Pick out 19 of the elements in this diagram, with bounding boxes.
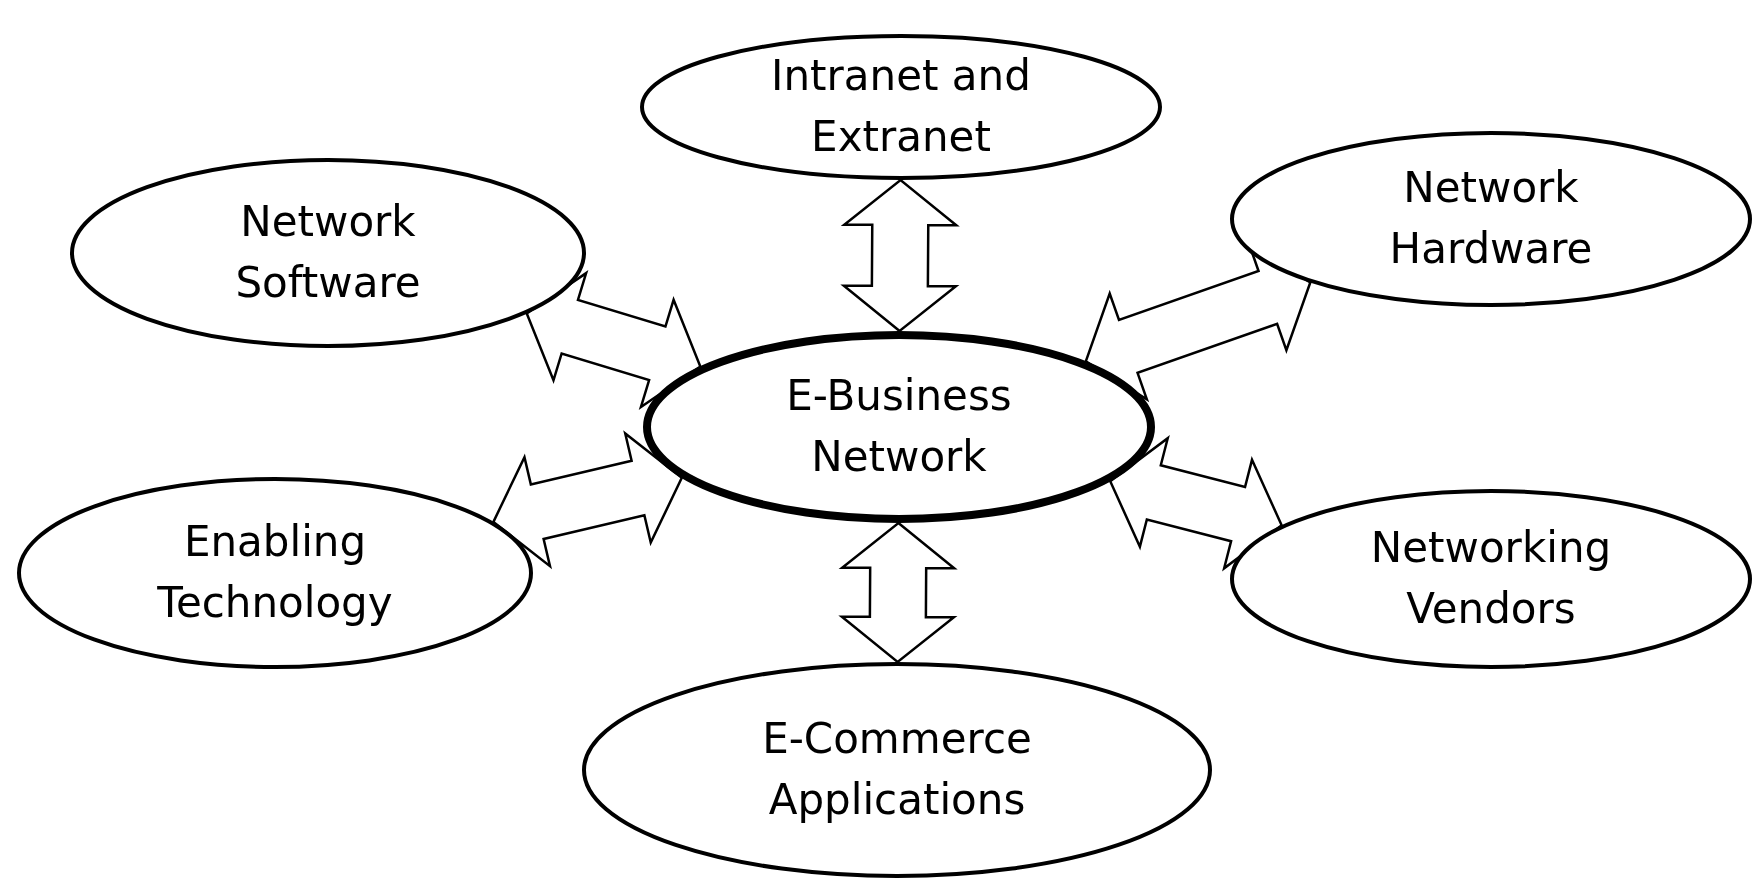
node-label: Network Hardware [1388,162,1594,275]
node-label: Networking Vendors [1369,522,1613,635]
node-label: E-Commerce Applications [761,713,1033,826]
node-label: Enabling Technology [156,516,394,629]
ellipse-node [643,331,1155,523]
node-label: Intranet and Extranet [770,50,1032,163]
node-label: Network Software [234,196,422,309]
ellipse-node [17,477,533,669]
block-arrow [1108,435,1284,572]
ellipse-node [70,158,586,348]
block-arrow [838,521,958,664]
block-arrow [840,178,960,333]
ellipse-node [640,34,1162,180]
ellipse-node [1230,131,1752,307]
block-arrow [525,270,702,410]
node-label: E-Business Network [785,370,1013,483]
ellipse-node [582,662,1212,878]
ellipse-node [1230,489,1752,669]
block-arrow [491,430,684,570]
